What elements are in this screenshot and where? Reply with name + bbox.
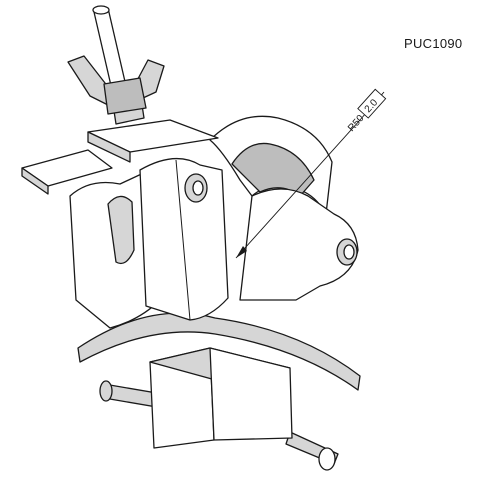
- upper-jaw-inner: [231, 142, 315, 197]
- top-bar-side: [87, 131, 131, 163]
- radius-leader: [235, 119, 361, 259]
- clamp-body-front-edge: [175, 159, 191, 321]
- spigot-pin-left-end: [99, 380, 113, 402]
- lower-jaw: [239, 188, 359, 301]
- part-code-label: PUC1090: [404, 36, 463, 51]
- body-bolt-hole: [192, 180, 204, 196]
- spigot-block-side: [209, 347, 293, 441]
- side-knuckle: [107, 195, 135, 265]
- left-jaw-bar-side: [21, 167, 49, 195]
- spigot-pin-right-end: [318, 447, 336, 471]
- radius-value-box: 2.0: [357, 88, 387, 119]
- wing-nut-body: [103, 77, 147, 115]
- radius-arrowhead: [236, 246, 247, 258]
- lower-jaw-bolt-hole: [343, 244, 355, 260]
- threaded-shaft-top: [92, 5, 110, 15]
- clamp-body-front: [139, 157, 229, 321]
